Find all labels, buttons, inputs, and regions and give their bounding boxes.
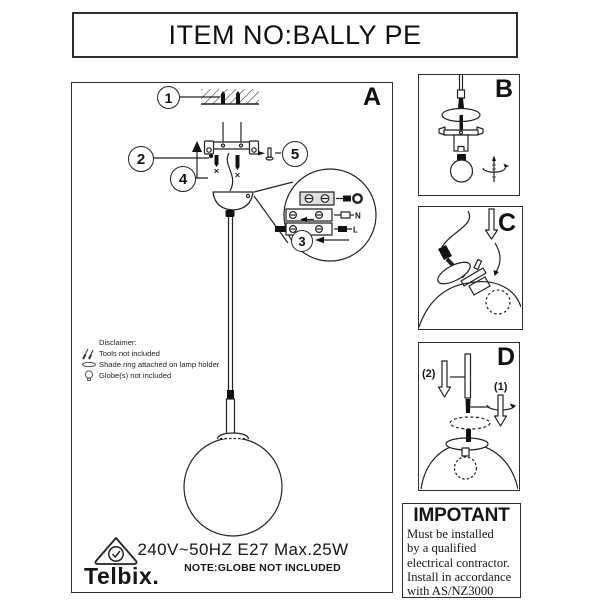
step-2-badge: 2 bbox=[128, 146, 154, 172]
stem-rod bbox=[225, 398, 236, 437]
wall-anchor bbox=[221, 91, 225, 104]
down-arrow-icon bbox=[437, 360, 452, 398]
disclaimer-item: Shade ring attached on lamp holder bbox=[99, 360, 220, 369]
panel-d-label: D bbox=[496, 343, 515, 371]
step-1-sub-label: (1) bbox=[494, 381, 508, 393]
panel-a: N L A 1 bbox=[71, 82, 393, 593]
disclaimer-item: Tools not included bbox=[99, 349, 160, 358]
stem-rod bbox=[464, 353, 472, 399]
globe-top bbox=[419, 281, 521, 328]
panel-d-diagram bbox=[420, 353, 518, 489]
rotate-screw-icon bbox=[482, 155, 509, 182]
shade-ring-icon bbox=[78, 361, 99, 368]
panel-b-diagram bbox=[438, 75, 509, 183]
screw bbox=[235, 155, 240, 170]
important-line: with AS/NZ3000 bbox=[407, 584, 494, 599]
screw bbox=[214, 155, 219, 167]
globe-neck bbox=[216, 432, 250, 440]
holder-bracket bbox=[438, 126, 484, 136]
lamp-holder bbox=[453, 134, 469, 152]
important-line: electrical contractor. bbox=[407, 555, 510, 570]
panel-c-label: C bbox=[497, 209, 516, 237]
important-line: by a qualified bbox=[407, 541, 477, 556]
canopy bbox=[212, 191, 254, 217]
bulb-icon bbox=[78, 369, 99, 382]
electrical-specs: 240V~50HZ E27 Max.25W bbox=[137, 540, 349, 559]
step-3-badge: 3 bbox=[291, 230, 313, 252]
down-arrow-icon bbox=[484, 208, 499, 240]
disclaimer-heading: Disclaimer: bbox=[99, 338, 137, 347]
ceiling-hatch bbox=[201, 89, 259, 104]
step-5-badge: 5 bbox=[282, 141, 308, 167]
live-label: L bbox=[353, 226, 358, 235]
important-line: Must be installed bbox=[407, 527, 494, 541]
assembly-diagram: N L bbox=[94, 89, 377, 565]
screw-icon bbox=[258, 147, 281, 161]
wall-anchor bbox=[236, 91, 240, 104]
page-title: ITEM NO:BALLY PE bbox=[168, 19, 422, 50]
panel-b-label: B bbox=[494, 75, 513, 103]
panel-d: D (2) (1) bbox=[418, 342, 520, 491]
rotate-arrow-icon bbox=[486, 394, 516, 427]
flex-cable bbox=[226, 152, 234, 192]
disclaimer-item: Globe(s) not included bbox=[99, 371, 172, 380]
mounting-bracket bbox=[203, 140, 260, 155]
cord-grip bbox=[438, 245, 452, 260]
glass-globe bbox=[183, 437, 283, 537]
globe-note: NOTE:GLOBE NOT INCLUDED bbox=[184, 562, 341, 574]
bulb-outline bbox=[485, 289, 511, 315]
panel-c-diagram bbox=[419, 208, 521, 328]
rcm-mark-icon bbox=[94, 537, 138, 565]
brand-logo: Telbix. bbox=[84, 563, 160, 589]
tools-icon bbox=[78, 348, 99, 360]
important-heading: IMPOTANT bbox=[413, 505, 510, 526]
curved-arrow-icon bbox=[493, 242, 501, 276]
panel-b: B bbox=[418, 74, 520, 196]
neutral-label: N bbox=[355, 212, 361, 221]
important-line: Install in accordance bbox=[407, 569, 512, 584]
bulb-outline bbox=[453, 456, 478, 480]
step-1-badge: 1 bbox=[157, 86, 180, 109]
shade-ring bbox=[437, 261, 471, 285]
step-4-badge: 4 bbox=[170, 166, 196, 192]
important-box: IMPOTANT Must be installed by a qualifie… bbox=[402, 503, 521, 598]
flex-cable bbox=[441, 210, 471, 248]
shade-ring-ghost bbox=[449, 416, 491, 430]
step-2-sub-label: (2) bbox=[422, 368, 436, 380]
panel-c: C bbox=[418, 206, 523, 330]
panel-a-label: A bbox=[362, 83, 381, 111]
disclaimer: Disclaimer: Tools not included Shade rin… bbox=[78, 337, 293, 381]
light-bulb bbox=[449, 154, 474, 183]
title-box: ITEM NO:BALLY PE bbox=[72, 12, 518, 58]
